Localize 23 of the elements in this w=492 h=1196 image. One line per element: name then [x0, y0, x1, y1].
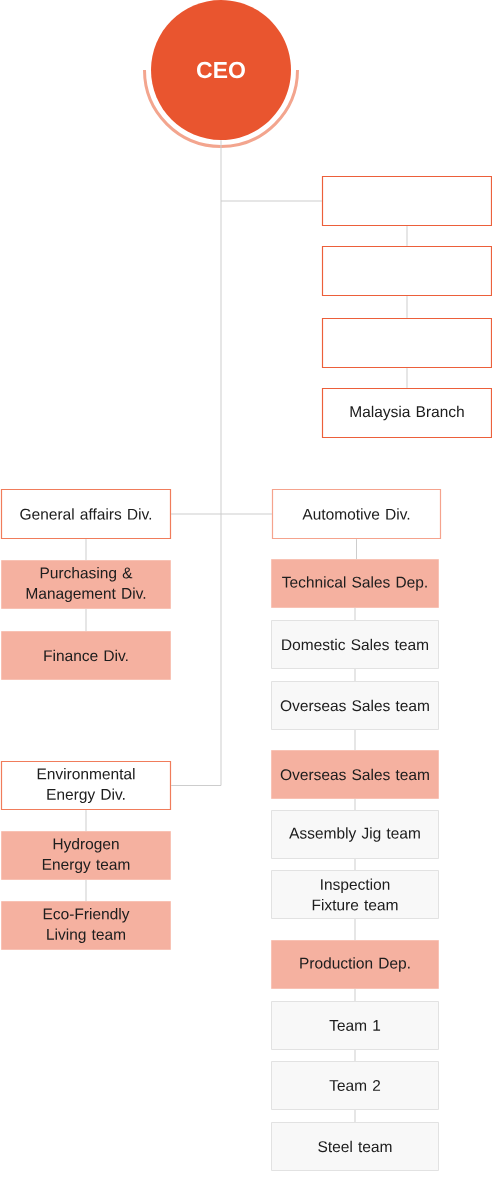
team-box: Inspection Fixture team: [271, 870, 439, 919]
connector-line: [356, 538, 357, 560]
connector-line: [170, 513, 222, 786]
team-box: Steel team: [271, 1122, 439, 1171]
empty-box: [321, 317, 492, 369]
division-box: Environmental Energy Div.: [0, 760, 172, 811]
team-box: Assembly Jig team: [271, 810, 439, 859]
department-box: Production Dep.: [271, 940, 439, 989]
team-box: Team 1: [271, 1001, 439, 1050]
department-box: Finance Div.: [1, 631, 171, 680]
team-box: Overseas Sales team: [271, 681, 439, 730]
empty-box: [321, 245, 492, 297]
department-box: Technical Sales Dep.: [271, 559, 439, 608]
division-box: General affairs Div.: [0, 488, 172, 540]
department-box: Eco-Friendly Living team: [1, 901, 171, 950]
department-box: Purchasing & Management Div.: [1, 560, 171, 609]
team-box: Domestic Sales team: [271, 620, 439, 669]
department-box: Overseas Sales team: [271, 750, 439, 799]
empty-box: [321, 175, 492, 227]
department-box: Hydrogen Energy team: [1, 831, 171, 880]
team-box: Team 2: [271, 1061, 439, 1110]
division-box: Automotive Div.: [271, 488, 442, 540]
division-box: Malaysia Branch: [321, 387, 492, 439]
